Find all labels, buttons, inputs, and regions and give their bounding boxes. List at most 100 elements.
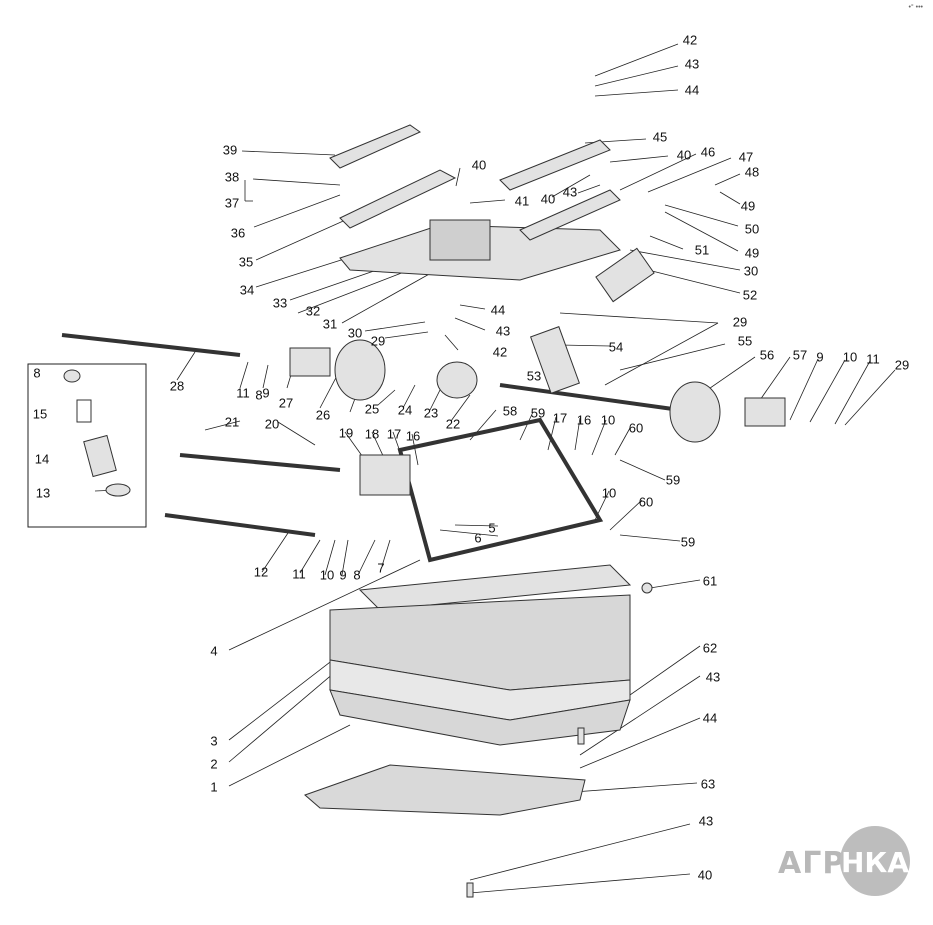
callout-label: 40	[540, 191, 556, 207]
callout-label: 34	[239, 282, 255, 298]
callout-label: 11	[866, 351, 880, 367]
frame-center-plate	[429, 219, 491, 261]
callout-label: 8	[33, 365, 41, 381]
callout-label: 36	[230, 225, 246, 241]
detail-box	[27, 363, 147, 528]
callout-label: 8	[353, 567, 361, 583]
callout-label: 58	[502, 403, 518, 419]
callout-label: 39	[222, 142, 238, 158]
nut-8	[63, 369, 81, 383]
callout-label: 38	[224, 169, 240, 185]
callout-label: 55	[737, 333, 753, 349]
axle-21	[179, 453, 341, 472]
callout-label: 12	[253, 564, 269, 580]
callout-label: 45	[652, 129, 668, 145]
callout-label: 28	[169, 378, 185, 394]
callout-label: 26	[315, 407, 331, 423]
axle-28	[61, 333, 241, 357]
callout-label: 16	[405, 428, 421, 444]
callout-label: 49	[740, 198, 756, 214]
callout-label: 54	[608, 339, 624, 355]
callout-label: 15	[32, 406, 48, 422]
callout-label: 21	[224, 414, 240, 430]
floor-plate-63	[304, 764, 586, 816]
callout-label: 51	[694, 242, 710, 258]
callout-label: 43	[562, 184, 578, 200]
callout-label: 29	[894, 357, 910, 373]
callout-label: 27	[278, 395, 294, 411]
callout-label: 62	[702, 640, 718, 656]
callout-label: 29	[732, 314, 748, 330]
callout-label: 44	[490, 302, 506, 318]
callout-label: 29	[370, 333, 386, 349]
callout-label: 46	[700, 144, 716, 160]
callout-label: 56	[759, 347, 775, 363]
callout-label: 61	[702, 573, 718, 589]
callout-label: 31	[322, 316, 338, 332]
rail-left-upper	[329, 124, 422, 169]
callout-label: 57	[792, 347, 808, 363]
callout-label: 22	[445, 416, 461, 432]
bellows-bottom	[329, 689, 631, 746]
callout-label: 4	[210, 643, 218, 659]
callout-label: 35	[238, 254, 254, 270]
callout-label: 5	[488, 520, 496, 536]
callout-label: 9	[339, 567, 347, 583]
callout-label: 1	[210, 779, 218, 795]
callout-label: 47	[738, 149, 754, 165]
callout-label: 10	[601, 485, 617, 501]
callout-label: 52	[742, 287, 758, 303]
rail-left-lower	[339, 169, 457, 229]
callout-label: 43	[705, 669, 721, 685]
callout-label: 53	[526, 368, 542, 384]
handle-52	[595, 247, 655, 303]
callout-label: 33	[272, 295, 288, 311]
logo: АГРО НКА	[778, 826, 918, 896]
seat-base-plate	[358, 564, 632, 611]
callout-label: 11	[292, 566, 306, 582]
callout-label: 63	[700, 776, 716, 792]
callout-label: 11	[236, 385, 250, 401]
nut-61	[641, 582, 653, 594]
bolt-62	[577, 727, 585, 745]
callout-label: 44	[684, 82, 700, 98]
callout-label: 3	[210, 733, 218, 749]
callout-label: 42	[682, 32, 698, 48]
callout-label: 30	[743, 263, 759, 279]
callout-label: 10	[600, 412, 616, 428]
callout-label: 7	[377, 560, 385, 576]
bushing-14	[83, 434, 117, 478]
callout-label: 43	[684, 56, 700, 72]
shock-54	[530, 326, 580, 394]
callout-label: 17	[386, 426, 402, 442]
callout-label: 9	[262, 385, 270, 401]
callout-label: 25	[364, 401, 380, 417]
scissor-frame	[397, 417, 604, 563]
callout-label: 32	[305, 303, 321, 319]
spring-26	[334, 339, 386, 401]
callout-label: 10	[319, 567, 335, 583]
callout-label: 44	[702, 710, 718, 726]
callout-label: 10	[842, 349, 858, 365]
callout-label: 59	[665, 472, 681, 488]
parts	[61, 124, 786, 898]
callout-label: 17	[552, 410, 568, 426]
callout-label: 20	[264, 416, 280, 432]
bracket-19	[359, 454, 411, 496]
corner-mark: •° •••	[908, 4, 923, 11]
callout-label: 8	[255, 387, 263, 403]
callout-label: 59	[680, 534, 696, 550]
damper-23	[436, 361, 478, 399]
callout-label: 59	[530, 405, 546, 421]
callout-label: 9	[816, 349, 824, 365]
callout-label: 14	[34, 451, 50, 467]
axle-55	[499, 383, 681, 412]
axle-12	[164, 513, 316, 537]
bracket-27	[289, 347, 331, 377]
rail-right-lower	[519, 189, 621, 241]
callout-label: 42	[492, 344, 508, 360]
callout-label: 50	[744, 221, 760, 237]
callout-label: 19	[338, 425, 354, 441]
